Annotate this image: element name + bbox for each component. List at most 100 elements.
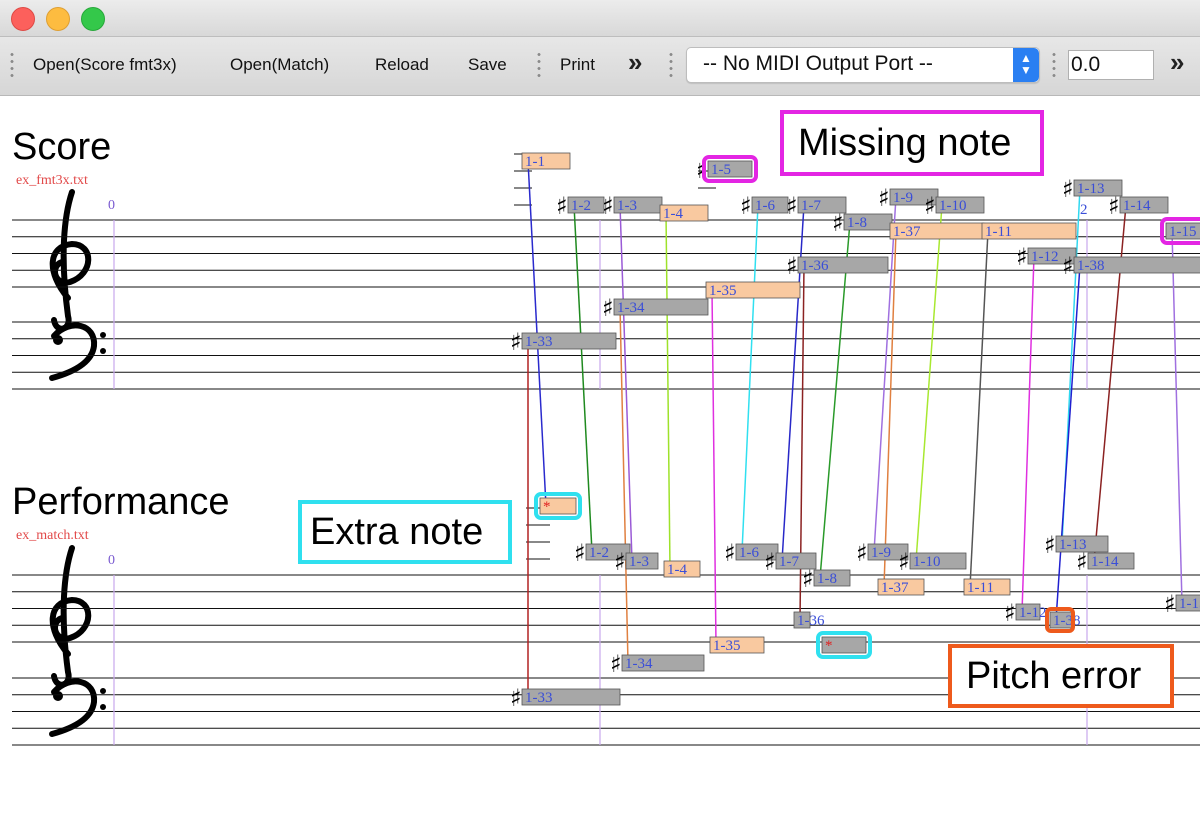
note-bar: [1119, 196, 1169, 214]
reload-button[interactable]: Reload: [375, 55, 429, 74]
score-file-label: ex_fmt3x.txt: [16, 173, 88, 188]
note-label: 1-11: [985, 224, 1012, 240]
sharp-icon: ♯: [1004, 599, 1016, 627]
select-updown-icon[interactable]: ▲▼: [1013, 48, 1039, 82]
note-label: 1-5: [711, 162, 731, 178]
match-link-line: [619, 204, 633, 562]
note-label: 1-7: [801, 198, 821, 214]
note-label: 1-9: [893, 190, 913, 206]
save-button[interactable]: Save: [468, 55, 507, 74]
note-label: *: [543, 499, 551, 515]
missing-note-marker: [702, 155, 758, 183]
score-start-label: 0: [108, 198, 115, 213]
missing-note-marker: [1160, 217, 1200, 245]
note-label: 1-34: [625, 656, 653, 672]
note-label: 1-35: [713, 638, 741, 654]
sharp-icon: ♯: [696, 156, 708, 184]
note-label: 1-2: [571, 198, 591, 214]
note-bar: [521, 332, 617, 350]
note-bar: [521, 688, 621, 706]
note-label: 1-6: [755, 198, 775, 214]
note-bar: [707, 160, 753, 178]
print-button[interactable]: Print: [560, 55, 595, 74]
note-label: 1-14: [1123, 198, 1151, 214]
toolbar-grip-icon: [669, 51, 673, 81]
open-match-button[interactable]: Open(Match): [230, 55, 330, 74]
treble-clef-icon: [49, 189, 92, 332]
sharp-icon: ♯: [740, 192, 752, 220]
sharp-icon: ♯: [924, 192, 936, 220]
note-bar: [877, 578, 925, 596]
minimize-window-button[interactable]: [46, 7, 70, 31]
note-bar: [821, 636, 867, 654]
note-label: 1-38: [1077, 258, 1105, 274]
note-label: 1-9: [871, 545, 891, 561]
midi-output-port-value: -- No MIDI Output Port --: [703, 52, 933, 75]
note-label: 1-13: [1059, 537, 1087, 553]
note-label: 1-33: [525, 690, 553, 706]
toolbar-grip-icon: [537, 51, 541, 81]
note-bar: [1073, 256, 1200, 274]
note-label: 1-1: [525, 154, 545, 170]
note-label: 1-15: [1179, 596, 1200, 612]
match-link-line: [711, 289, 717, 646]
note-bar: [981, 222, 1077, 240]
time-input[interactable]: [1068, 50, 1154, 80]
sharp-icon: ♯: [1062, 175, 1074, 203]
missing-note-annotation: Missing note: [780, 110, 1044, 176]
note-bar: [521, 152, 571, 170]
midi-output-port-select[interactable]: -- No MIDI Output Port -- ▲▼: [686, 47, 1040, 83]
sharp-icon: ♯: [786, 192, 798, 220]
sharp-icon: ♯: [856, 539, 868, 567]
sharp-icon: ♯: [1016, 243, 1028, 271]
toolbar-grip-icon: [10, 51, 14, 81]
sharp-icon: ♯: [614, 548, 626, 576]
open-score-button[interactable]: Open(Score fmt3x): [33, 55, 177, 74]
toolbar-overflow-chevron-icon[interactable]: »: [1170, 47, 1185, 77]
note-bar: [1087, 552, 1135, 570]
note-label: 1-10: [913, 554, 941, 570]
zoom-window-button[interactable]: [81, 7, 105, 31]
match-link-line: [1021, 255, 1035, 613]
note-label: *: [825, 638, 833, 654]
sharp-icon: ♯: [878, 184, 890, 212]
close-window-button[interactable]: [11, 7, 35, 31]
note-bar: [775, 552, 817, 570]
note-bar: [585, 543, 631, 561]
note-bar: [813, 569, 851, 587]
note-label: 1-8: [817, 571, 837, 587]
note-label: 1-7: [779, 554, 799, 570]
note-bar: [797, 256, 889, 274]
note-label: 1-13: [1077, 181, 1105, 197]
note-bar: [909, 552, 967, 570]
note-label: 1-37: [893, 224, 921, 240]
match-link-line: [883, 230, 897, 588]
note-bar: [1175, 594, 1200, 612]
note-bar: [1027, 247, 1077, 265]
sharp-icon: ♯: [1062, 252, 1074, 280]
sharp-icon: ♯: [1076, 548, 1088, 576]
toolbar-overflow-chevron-icon[interactable]: »: [628, 47, 643, 77]
note-label: 1-34: [617, 300, 645, 316]
note-bar: [1073, 179, 1123, 197]
note-label: 1-3: [617, 198, 637, 214]
sharp-icon: ♯: [556, 192, 568, 220]
match-link-line: [1055, 264, 1081, 621]
note-label: 1-10: [939, 198, 967, 214]
match-link-line: [1171, 230, 1183, 604]
note-bar: [793, 611, 811, 629]
match-link-line: [969, 230, 989, 588]
toolbar-grip-icon: [1052, 51, 1056, 81]
sharp-icon: ♯: [1108, 192, 1120, 220]
note-label: 1-36: [801, 258, 829, 274]
note-bar: [621, 654, 705, 672]
match-link-line: [819, 221, 851, 579]
note-bar: [1015, 603, 1041, 621]
match-link-line: [665, 212, 671, 570]
note-label: 1-33: [525, 334, 553, 350]
bass-clef-icon: [49, 322, 106, 381]
performance-file-label: ex_match.txt: [16, 528, 89, 543]
note-label: 1-3: [629, 554, 649, 570]
